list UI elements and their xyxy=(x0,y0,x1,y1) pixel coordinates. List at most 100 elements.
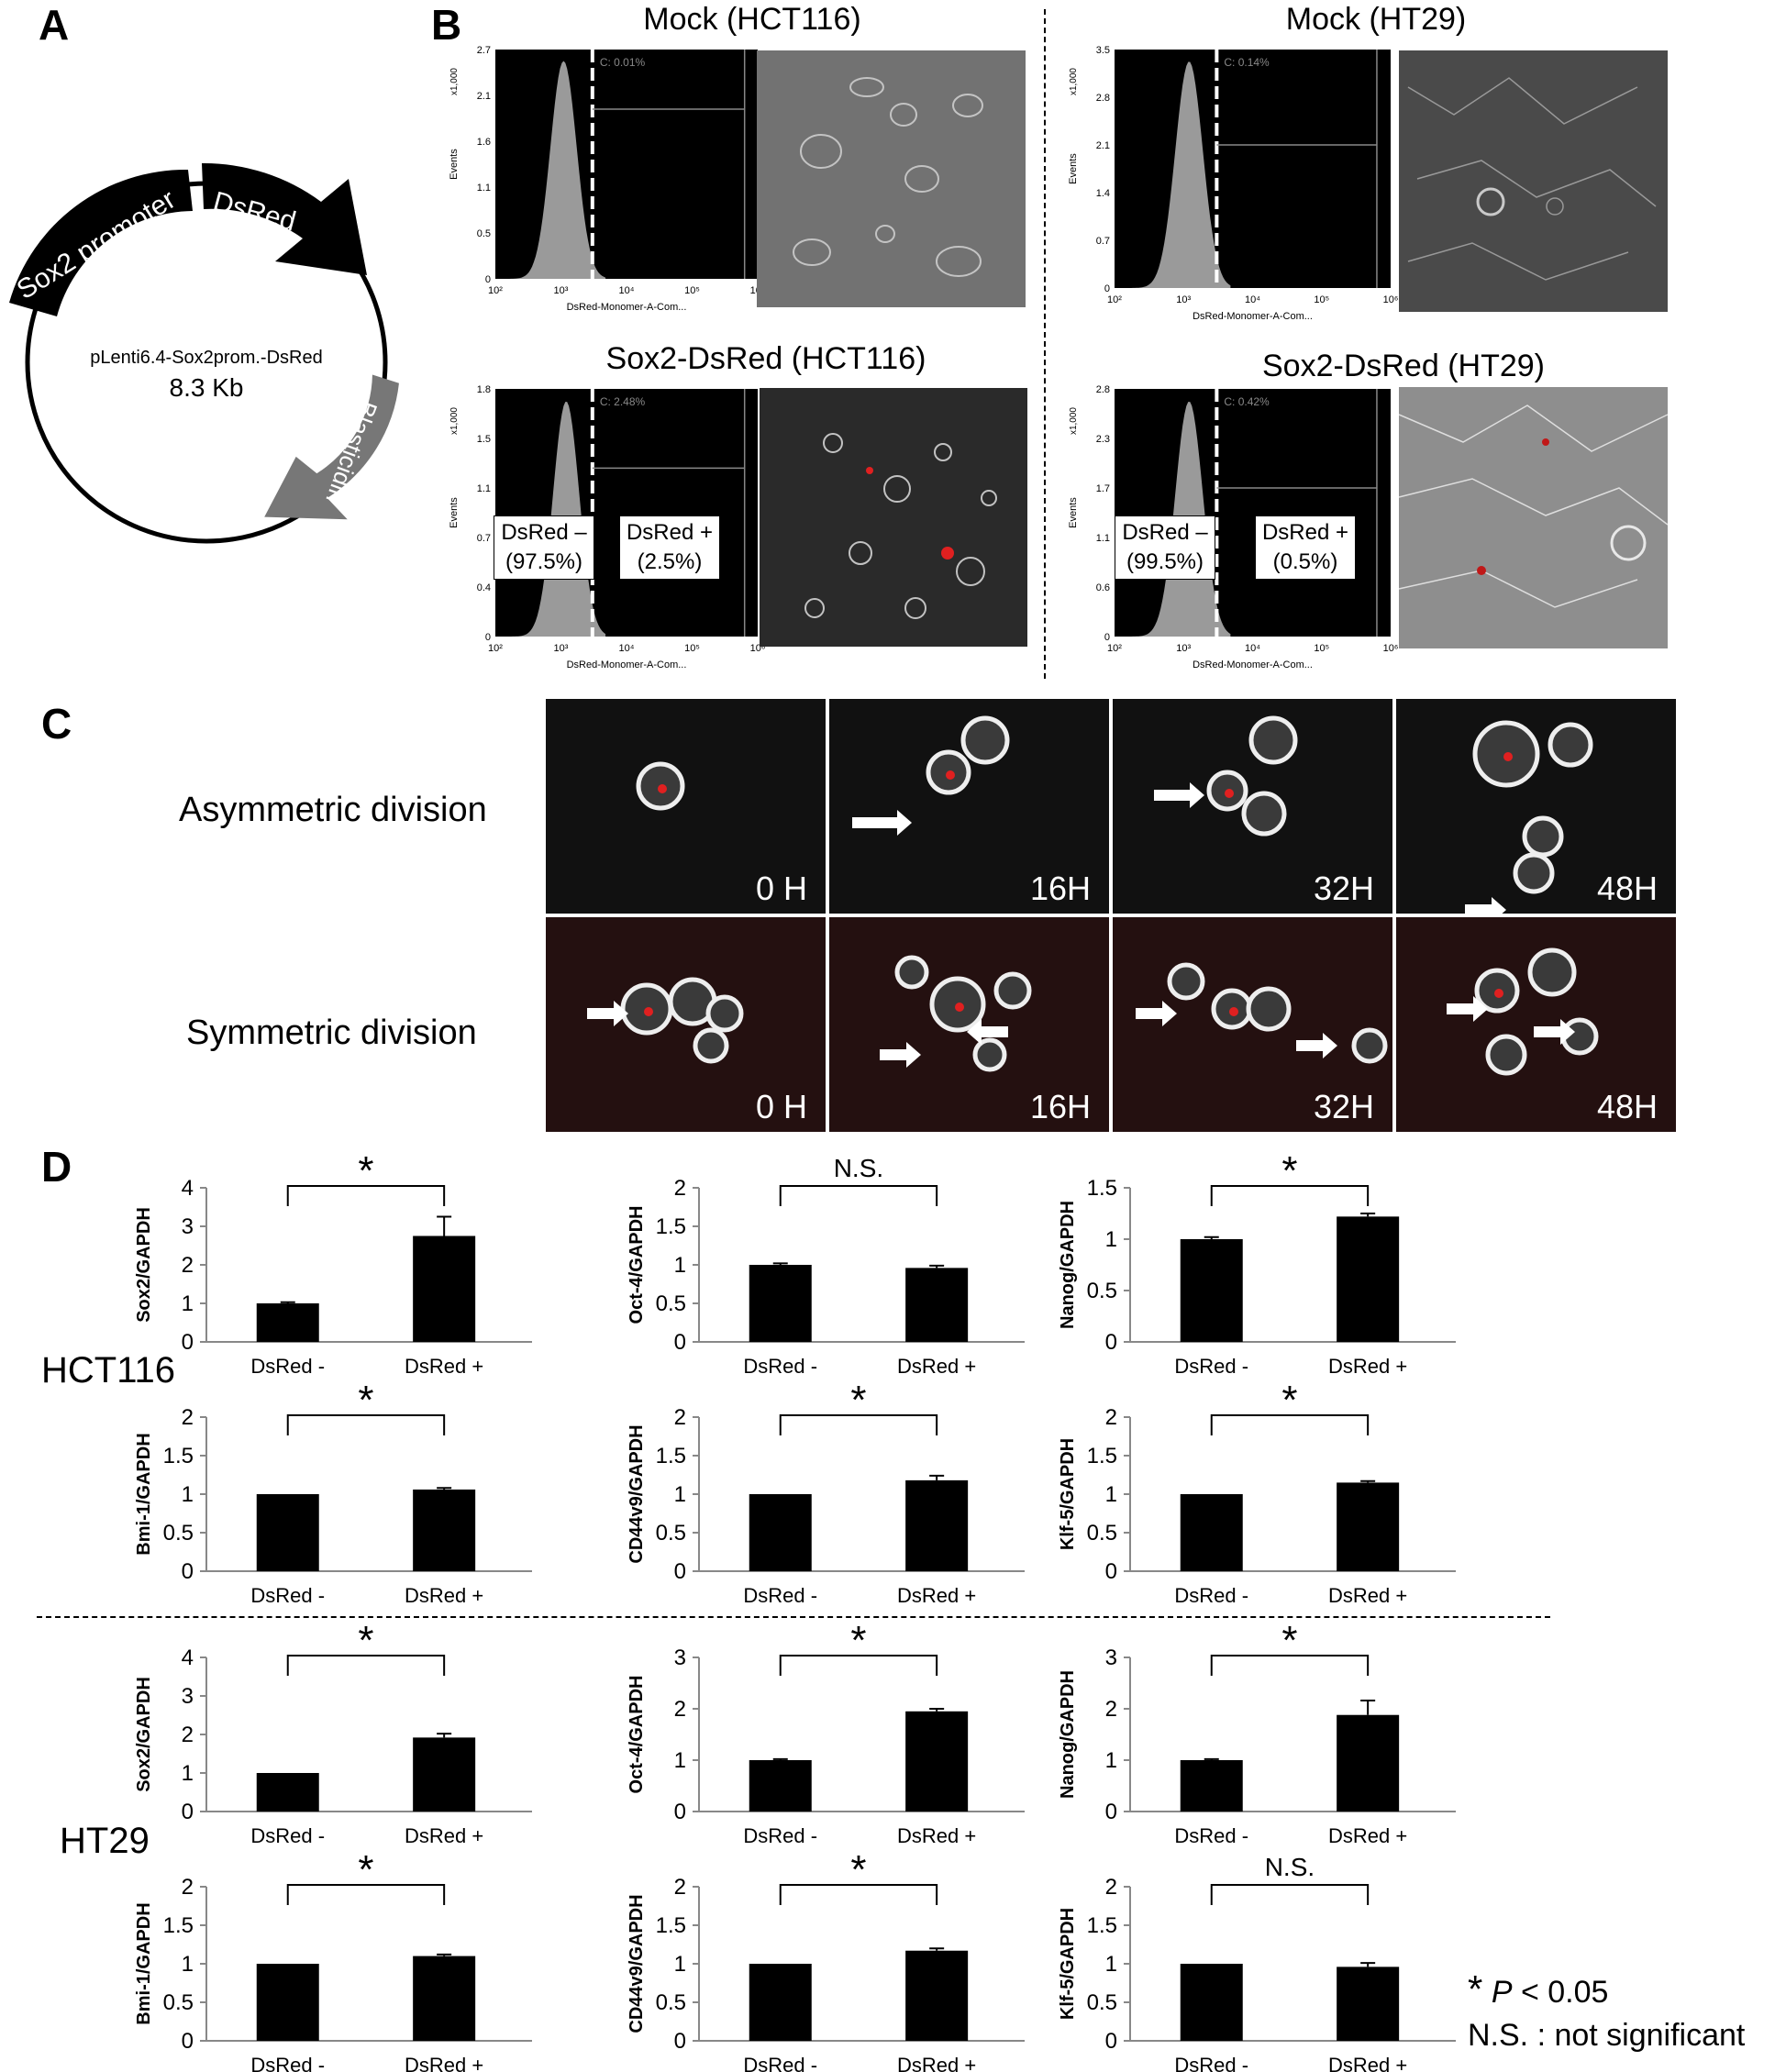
sig-bracket xyxy=(779,1884,938,1905)
x-axis-label: DsRed-Monomer-A-Com... xyxy=(567,659,687,670)
dsred-signal xyxy=(658,784,667,793)
category-label: DsRed - xyxy=(250,1824,325,1847)
bar xyxy=(1180,1494,1243,1571)
sig-label: * xyxy=(1281,1148,1297,1193)
dsred-signal xyxy=(1494,989,1503,998)
y-tick-label: 1 xyxy=(674,1482,686,1507)
bar xyxy=(256,1494,319,1571)
panel-c-letter: C xyxy=(41,700,72,748)
category-label: DsRed - xyxy=(1174,1824,1248,1847)
y-tick: 2.1 xyxy=(477,91,491,102)
x-tick: 10² xyxy=(488,285,503,296)
category-label: DsRed + xyxy=(405,1355,483,1378)
y-multiplier: x1,000 xyxy=(1069,407,1079,435)
category-label: DsRed + xyxy=(405,1824,483,1847)
y-tick: 1.1 xyxy=(1096,533,1110,544)
y-tick: 1.1 xyxy=(477,183,491,194)
time-label: 32H xyxy=(1314,1088,1374,1125)
bar xyxy=(905,1479,969,1571)
y-tick-label: 0.5 xyxy=(1087,1990,1117,2015)
legend-p: P xyxy=(1491,1975,1513,2010)
sig-label: * xyxy=(358,1618,373,1663)
bar xyxy=(256,1303,319,1342)
x-tick: 10² xyxy=(1107,294,1122,305)
time-label: 16H xyxy=(1030,1088,1091,1125)
y-axis-label: Sox2/GAPDH xyxy=(134,1677,154,1792)
white-arrow xyxy=(1447,996,1488,1022)
y-tick-label: 0 xyxy=(674,1559,686,1584)
bar xyxy=(413,1489,476,1571)
bar xyxy=(1337,1482,1400,1571)
y-axis-label: CD44v9/GAPDH xyxy=(627,1894,647,2033)
y-tick-label: 0.5 xyxy=(1087,1279,1117,1303)
category-label: DsRed - xyxy=(250,2054,325,2072)
time-label: 48H xyxy=(1597,1088,1658,1125)
y-tick: 2.7 xyxy=(477,45,491,56)
white-arrow xyxy=(1296,1033,1337,1058)
y-axis-label: Klf-5/GAPDH xyxy=(1058,1908,1078,2020)
symmetric-label: Symmetric division xyxy=(186,1014,477,1052)
sig-bracket xyxy=(1210,1185,1370,1206)
time-label: 0 H xyxy=(756,1088,807,1125)
y-tick-label: 1.5 xyxy=(1087,1444,1117,1468)
y-tick-label: 1 xyxy=(182,1291,194,1316)
y-tick-label: 0 xyxy=(182,1330,194,1355)
y-tick-label: 3 xyxy=(182,1684,194,1709)
promoter-arrow xyxy=(9,169,193,316)
y-tick: 1.1 xyxy=(477,483,491,494)
y-axis-label: Events xyxy=(1068,497,1079,528)
category-label: DsRed + xyxy=(897,1355,976,1378)
cell xyxy=(1485,1034,1527,1076)
bar xyxy=(413,1956,476,2041)
y-tick: 0.5 xyxy=(477,228,491,239)
x-tick: 10³ xyxy=(554,285,569,296)
category-label: DsRed - xyxy=(250,1355,325,1378)
bar xyxy=(413,1737,476,1812)
y-tick-label: 0 xyxy=(1105,1330,1117,1355)
x-tick: 10⁴ xyxy=(619,643,635,654)
x-axis-label: DsRed-Monomer-A-Com... xyxy=(567,302,687,313)
bar xyxy=(905,1711,969,1812)
dsred-signal xyxy=(955,1003,964,1012)
y-tick-label: 1.5 xyxy=(163,1913,194,1938)
y-tick-label: 1 xyxy=(1105,1227,1117,1252)
y-tick-label: 0.5 xyxy=(1087,1521,1117,1546)
sig-bracket xyxy=(779,1655,938,1676)
cell xyxy=(1513,852,1555,894)
cell xyxy=(1167,962,1205,1001)
cell xyxy=(894,955,929,990)
cell xyxy=(960,715,1010,765)
legend-sig: * P < 0.05 xyxy=(1468,1967,1608,2011)
y-tick-label: 1 xyxy=(674,1253,686,1278)
hct116-neg-pct: (97.5%) xyxy=(505,549,583,574)
category-label: DsRed + xyxy=(405,1584,483,1607)
x-tick: 10³ xyxy=(1176,643,1191,654)
y-axis-label: Nanog/GAPDH xyxy=(1058,1670,1078,1799)
y-tick-label: 0.5 xyxy=(656,1521,686,1546)
b-divider xyxy=(1044,9,1046,679)
dsred-signal xyxy=(1225,789,1234,798)
category-label: DsRed + xyxy=(897,1824,976,1847)
y-tick: 2.1 xyxy=(1096,140,1110,151)
sig-bracket xyxy=(779,1185,938,1206)
y-tick-label: 1 xyxy=(182,1482,194,1507)
x-tick: 10⁴ xyxy=(619,285,635,296)
y-tick-label: 0 xyxy=(182,2029,194,2054)
ht29-pos-box: DsRed + (0.5%) xyxy=(1255,515,1356,580)
cell xyxy=(705,994,744,1033)
bar xyxy=(1337,1714,1400,1812)
ht29-neg-label: DsRed – xyxy=(1122,520,1208,545)
x-tick: 10⁶ xyxy=(1383,643,1399,654)
y-multiplier: x1,000 xyxy=(449,407,460,435)
y-tick: 1.4 xyxy=(1096,188,1110,199)
category-label: DsRed + xyxy=(1328,1584,1407,1607)
cell xyxy=(993,971,1032,1010)
category-label: DsRed - xyxy=(1174,1584,1248,1607)
